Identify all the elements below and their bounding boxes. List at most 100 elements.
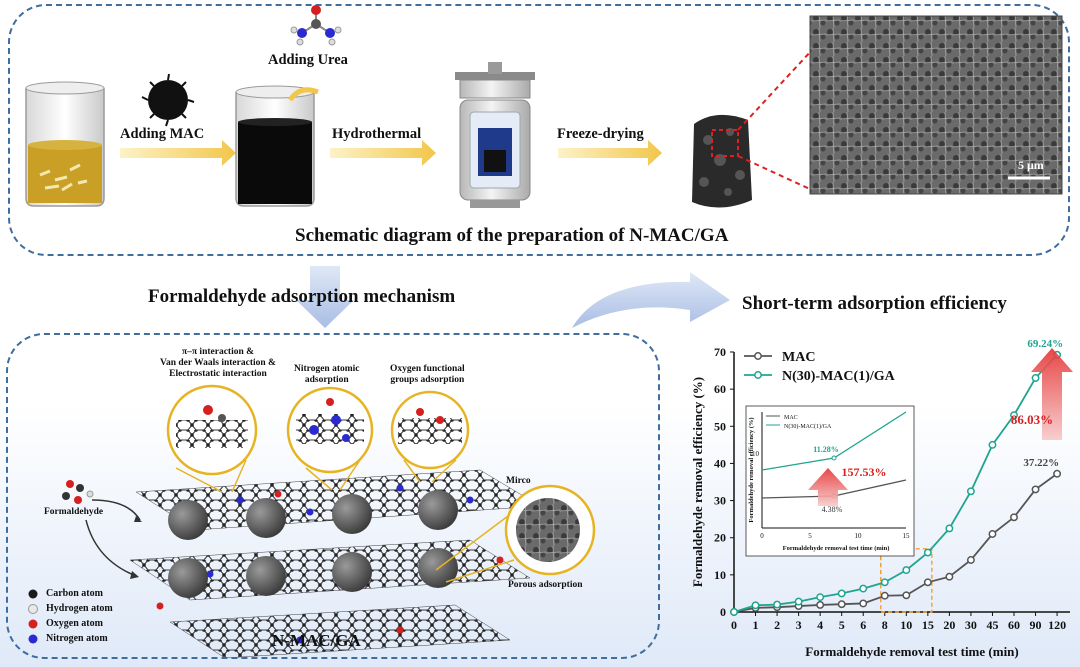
data-point	[859, 584, 868, 593]
data-point	[880, 591, 889, 600]
flow-arrow-2	[330, 140, 436, 166]
x-tick-label: 4	[817, 618, 823, 632]
x-tick-label: 1	[753, 618, 759, 632]
hydrothermal-label: Hydrothermal	[332, 126, 422, 142]
series-line-0	[733, 473, 1058, 613]
formaldehyde-molecule-icon	[62, 480, 142, 579]
annotation-improvement: 86.03%	[1011, 412, 1053, 427]
data-point	[1053, 469, 1062, 478]
data-point	[751, 601, 760, 610]
inset-ga-point	[831, 455, 837, 461]
legend-label: N(30)-MAC(1)/GA	[782, 369, 896, 384]
material-name: N-MAC/GA	[272, 631, 361, 650]
x-tick-label: 120	[1048, 618, 1066, 632]
oxygen-zoom	[390, 390, 470, 483]
inset-x-tick-label: 0	[760, 532, 764, 540]
inset-x-tick-label: 10	[855, 532, 863, 540]
scale-bar-label: 5 μm	[1018, 158, 1044, 172]
preparation-caption: Schematic diagram of the preparation of …	[295, 225, 729, 246]
inset-improvement: 157.53%	[842, 465, 887, 479]
inset-legend-label: N(30)-MAC(1)/GA	[784, 423, 832, 430]
data-point	[966, 487, 975, 496]
inset-x-tick-label: 15	[903, 532, 911, 540]
data-point	[902, 566, 911, 575]
legend-label: MAC	[782, 350, 815, 365]
nitrogen-adsorption-label: Nitrogen atomic adsorption	[294, 364, 360, 385]
data-point	[923, 578, 932, 587]
y-axis-label: Formaldehyde removal efficiency (%)	[690, 377, 705, 587]
x-tick-label: 60	[1008, 618, 1020, 632]
y-tick-label: 40	[714, 456, 726, 470]
inset-x-axis-label: Formaldehyde removal test time (min)	[783, 545, 890, 552]
preparation-panel	[8, 4, 1070, 256]
data-point	[1010, 513, 1018, 522]
y-tick-label: 0	[720, 605, 726, 619]
y-tick-label: 10	[714, 568, 726, 582]
urea-molecule-icon	[290, 5, 342, 46]
series-line-1	[733, 354, 1058, 613]
legend-marker	[754, 371, 762, 379]
x-tick-label: 6	[860, 618, 866, 632]
x-tick-label: 2	[774, 618, 780, 632]
data-point	[730, 608, 738, 616]
curved-arrow	[572, 272, 730, 328]
porous-label: Porous adsorption	[508, 580, 583, 590]
efficiency-title: Short-term adsorption efficiency	[742, 293, 1007, 314]
x-tick-label: 10	[900, 618, 912, 632]
data-point	[1031, 374, 1040, 382]
data-point	[1031, 485, 1040, 494]
oxygen-adsorption-label: Oxygen functional groups adsorption	[390, 364, 465, 385]
data-point	[988, 440, 997, 449]
adding-mac-label: Adding MAC	[120, 126, 205, 142]
x-tick-label: 45	[986, 618, 998, 632]
beaker-mac-icon	[25, 81, 105, 207]
legend-marker	[754, 352, 762, 360]
data-point	[837, 600, 846, 609]
adding-urea-label: Adding Urea	[268, 52, 348, 68]
data-point	[923, 548, 932, 557]
data-point	[880, 578, 889, 587]
mirco-label: Mirco	[506, 476, 531, 486]
annotation-ga-end: 69.24%	[1027, 338, 1063, 350]
x-tick-label: 15	[922, 618, 934, 632]
inset-mac-value: 4.38%	[822, 505, 843, 514]
annotation-mac-end: 37.22%	[1023, 457, 1059, 469]
flow-arrow-3	[558, 140, 662, 166]
x-tick-label: 90	[1030, 618, 1042, 632]
data-point	[816, 600, 825, 609]
x-tick-label: 30	[965, 618, 977, 632]
mac-particle-icon	[141, 73, 195, 127]
improvement-arrow	[1031, 348, 1073, 440]
y-tick-label: 50	[714, 419, 726, 433]
inset-x-tick-label: 5	[808, 532, 812, 540]
data-point	[945, 572, 954, 581]
nitrogen-zoom	[286, 386, 374, 491]
data-point	[1010, 411, 1018, 420]
y-tick-label: 70	[714, 345, 726, 359]
mechanism-panel	[6, 333, 660, 659]
data-point	[859, 599, 868, 608]
inset-y-tick-label: 10	[752, 450, 760, 458]
x-tick-label: 0	[731, 618, 737, 632]
x-axis-label: Formaldehyde removal test time (min)	[805, 644, 1018, 659]
down-arrow	[296, 266, 354, 328]
inset-improvement-arrow	[808, 468, 848, 506]
freeze-drying-label: Freeze-drying	[557, 126, 644, 142]
data-point	[837, 589, 846, 598]
inset-y-axis-label: Formaldehyde removal efficiency (%)	[748, 417, 755, 522]
legend-hydrogen: Hydrogen atom	[46, 603, 113, 614]
data-point	[988, 530, 997, 538]
inset-legend-label: MAC	[784, 415, 798, 421]
data-point	[966, 556, 975, 564]
mechanism-title: Formaldehyde adsorption mechanism	[148, 286, 456, 307]
data-point	[945, 524, 954, 533]
sem-image	[809, 15, 1063, 195]
x-tick-label: 8	[882, 618, 888, 632]
x-tick-label: 20	[943, 618, 955, 632]
interaction-zoom	[166, 384, 258, 493]
autoclave-icon	[455, 62, 535, 208]
legend-oxygen: Oxygen atom	[46, 618, 103, 629]
aerogel-icon	[692, 49, 813, 208]
